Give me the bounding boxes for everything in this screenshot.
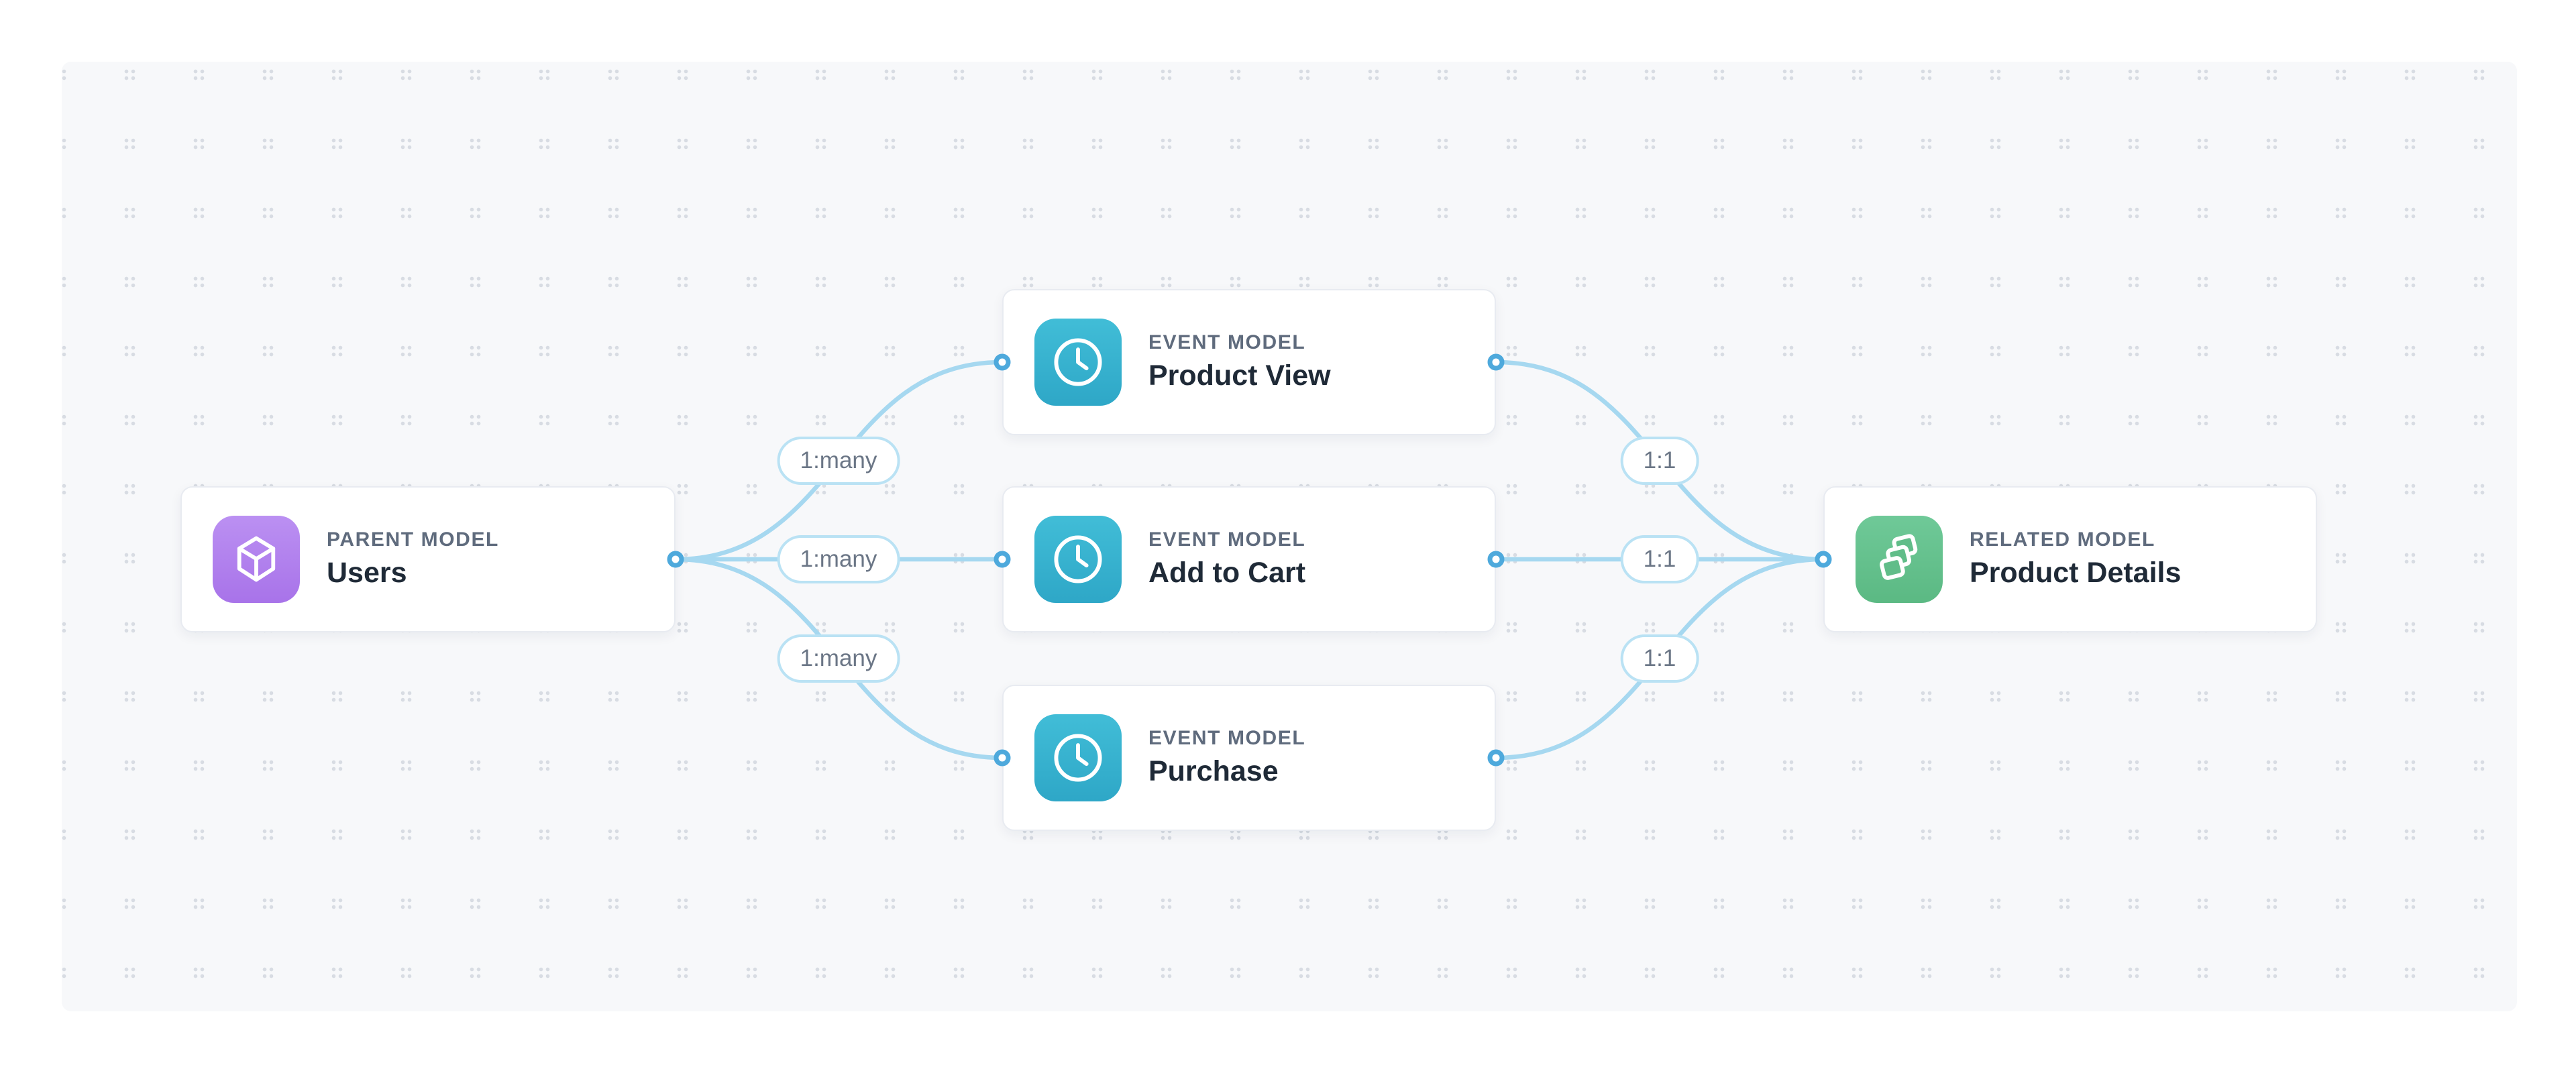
node-title: Product View (1148, 359, 1331, 392)
edge-label-1-many: 1:many (777, 535, 900, 583)
cube-icon (213, 516, 300, 603)
clock-icon (1034, 516, 1122, 603)
node-add-to-cart[interactable]: EVENT MODEL Add to Cart (1002, 486, 1496, 632)
node-title: Users (327, 557, 407, 589)
connection-handle[interactable] (1815, 551, 1832, 568)
edge-label-1-1: 1:1 (1620, 535, 1699, 583)
node-users[interactable]: PARENT MODEL Users (180, 486, 676, 632)
edge-label-1-many: 1:many (777, 634, 900, 683)
connection-handle[interactable] (994, 551, 1011, 568)
node-type-label: EVENT MODEL (1148, 331, 1306, 353)
connection-handle[interactable] (994, 353, 1011, 371)
clock-icon (1034, 714, 1122, 801)
connection-handle[interactable] (994, 749, 1011, 767)
edge-label-1-1: 1:1 (1620, 634, 1699, 683)
node-type-label: RELATED MODEL (1970, 528, 2155, 551)
connection-handle[interactable] (1487, 353, 1505, 371)
node-title: Product Details (1970, 557, 2182, 589)
node-product-details[interactable]: RELATED MODEL Product Details (1823, 486, 2317, 632)
connection-handle[interactable] (667, 551, 684, 568)
connection-handle[interactable] (1487, 551, 1505, 568)
node-title: Add to Cart (1148, 557, 1306, 589)
edge-label-1-1: 1:1 (1620, 437, 1699, 485)
node-type-label: EVENT MODEL (1148, 528, 1306, 551)
node-purchase[interactable]: EVENT MODEL Purchase (1002, 685, 1496, 831)
layers-icon (1856, 516, 1943, 603)
connection-handle[interactable] (1487, 749, 1505, 767)
clock-icon (1034, 319, 1122, 406)
node-product-view[interactable]: EVENT MODEL Product View (1002, 289, 1496, 435)
node-type-label: PARENT MODEL (327, 528, 499, 551)
node-title: Purchase (1148, 755, 1279, 787)
node-type-label: EVENT MODEL (1148, 727, 1306, 749)
edge-label-1-many: 1:many (777, 437, 900, 485)
